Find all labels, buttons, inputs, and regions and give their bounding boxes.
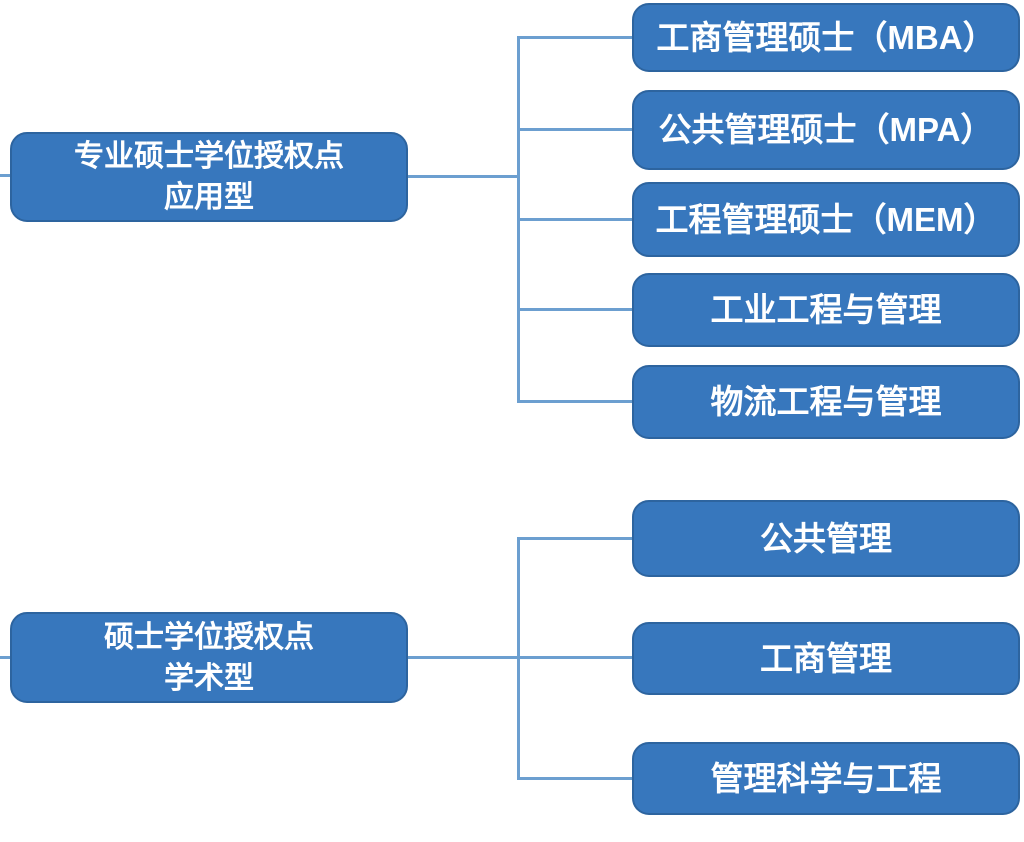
child-node-mem-label: 工程管理硕士（MEM）: [655, 200, 997, 238]
child-node-mba-label: 工商管理硕士（MBA）: [656, 18, 996, 56]
connector-branch-a1: [517, 36, 632, 39]
child-node-business-administration: 工商管理: [632, 622, 1020, 695]
child-node-public-administration-label: 公共管理: [760, 519, 892, 557]
child-node-mpa: 公共管理硕士（MPA）: [632, 90, 1020, 170]
child-node-management-science-engineering: 管理科学与工程: [632, 742, 1020, 815]
parent-node-professional-line1: 专业硕士学位授权点: [74, 140, 344, 173]
child-node-logistics-engineering-label: 物流工程与管理: [710, 383, 942, 420]
parent-node-academic: 硕士学位授权点 学术型: [10, 612, 408, 703]
connector-stub-parent-a: [0, 174, 12, 177]
connector-branch-b3: [517, 777, 632, 780]
parent-node-professional-line2: 应用型: [164, 181, 254, 214]
child-node-public-administration: 公共管理: [632, 500, 1020, 577]
child-node-industrial-engineering-label: 工业工程与管理: [710, 291, 942, 328]
child-node-business-administration-label: 工商管理: [760, 639, 892, 677]
child-node-mpa-label: 公共管理硕士（MPA）: [658, 111, 994, 148]
connector-branch-b2: [517, 656, 632, 659]
child-node-logistics-engineering: 物流工程与管理: [632, 365, 1020, 439]
connector-branch-a4: [517, 308, 632, 311]
parent-node-professional: 专业硕士学位授权点 应用型: [10, 132, 408, 222]
connector-parent-a-to-trunk: [408, 175, 520, 178]
connector-branch-b1: [517, 537, 632, 540]
connector-branch-a5: [517, 400, 632, 403]
child-node-industrial-engineering: 工业工程与管理: [632, 273, 1020, 347]
connector-stub-parent-b: [0, 656, 12, 659]
connector-parent-b-to-trunk: [408, 656, 520, 659]
parent-node-academic-line1: 硕士学位授权点: [104, 620, 314, 654]
child-node-mba: 工商管理硕士（MBA）: [632, 3, 1020, 72]
connector-branch-a2: [517, 128, 632, 131]
child-node-mem: 工程管理硕士（MEM）: [632, 182, 1020, 257]
parent-node-academic-line2: 学术型: [164, 661, 254, 695]
connector-branch-a3: [517, 218, 632, 221]
child-node-management-science-engineering-label: 管理科学与工程: [710, 759, 942, 797]
